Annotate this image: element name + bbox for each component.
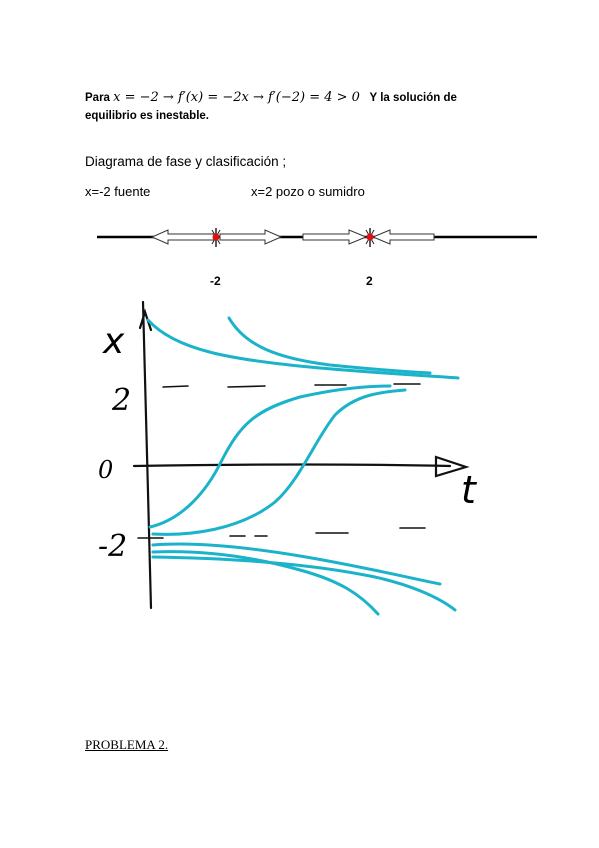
equilibrium-line-2 [162, 383, 421, 388]
tick-label-2: 2 [111, 383, 131, 418]
tick-label-0: 0 [98, 456, 113, 484]
axis-x-label: t [461, 468, 478, 512]
x-axis-arrowhead [434, 455, 470, 478]
arrow-left-toward-2 [371, 229, 435, 245]
intro-paragraph: Para x = −2 → f′(x) = −2x → f′(−2) = 4 >… [85, 89, 505, 125]
point-minus2 [211, 228, 221, 247]
curve-rising-1 [148, 384, 392, 529]
y-axis [141, 300, 153, 610]
arrow-right-from-minus2 [219, 229, 283, 245]
equilibrium-line-minus2 [137, 527, 426, 539]
curve-above-1 [146, 318, 460, 380]
arrow-left-from-minus2 [150, 229, 216, 245]
curve-rising-2 [151, 388, 407, 536]
curve-below-3 [151, 555, 457, 612]
problem-heading: PROBLEMA 2. [85, 737, 169, 752]
curve-above-2 [227, 316, 432, 375]
intro-para-word: Para [85, 92, 110, 104]
tick-label-minus2: -2 [98, 529, 127, 564]
solution-sketch: x t 2 0 -2 [98, 300, 478, 616]
curve-below-2 [151, 550, 380, 616]
phase-point-label-minus2: -2 [210, 274, 221, 288]
x-axis [132, 463, 452, 468]
point-2 [365, 228, 375, 247]
intro-tail: Y la solución de [369, 92, 457, 104]
curve-below-1 [151, 542, 442, 586]
arrow-right-toward-2 [302, 229, 368, 245]
y-axis-arrowhead [138, 308, 153, 332]
diagram-heading: Diagrama de fase y clasificación ; [85, 154, 287, 169]
label-fuente: x=-2 fuente [85, 184, 151, 199]
phase-line-diagram [97, 228, 537, 247]
label-pozo: x=2 pozo o sumidro [251, 184, 365, 199]
intro-math: x = −2 → f′(x) = −2x → f′(−2) = 4 > 0 [113, 90, 360, 105]
axis-y-label: x [102, 321, 125, 362]
intro-line2: equilibrio es inestable. [85, 110, 209, 122]
phase-point-label-2: 2 [366, 274, 373, 288]
